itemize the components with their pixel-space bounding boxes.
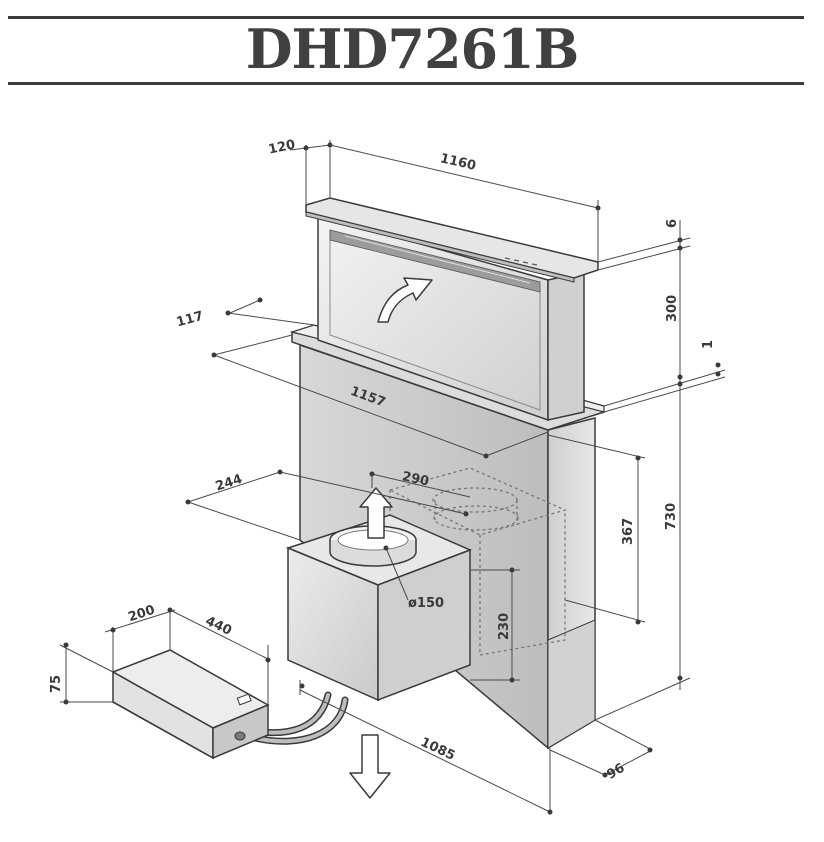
glass-panel — [289, 197, 606, 431]
dim-117: 117 — [175, 309, 205, 331]
dim-244: 244 — [214, 472, 244, 495]
motor-box — [285, 487, 472, 702]
dim-440: 440 — [203, 614, 234, 639]
dim-230: 230 — [497, 613, 512, 640]
top-rule — [8, 16, 804, 19]
control-marks — [504, 257, 538, 266]
airflow-arrow-icon — [377, 277, 433, 323]
dim-1160: 1160 — [439, 151, 478, 174]
header: DHD7261B — [0, 0, 824, 100]
dim-o150: ø150 — [408, 596, 444, 611]
dim-367: 367 — [621, 518, 636, 545]
dim-6: 6 — [665, 219, 680, 228]
bottom-rule — [8, 82, 804, 85]
exhaust-down-arrow-icon — [349, 734, 391, 799]
model-title: DHD7261B — [245, 17, 580, 81]
dim-1085: 1085 — [418, 735, 457, 764]
exhaust-up-arrow-icon — [359, 487, 393, 539]
dim-730: 730 — [664, 503, 679, 530]
dim-120: 120 — [267, 137, 297, 157]
dim-1: 1 — [701, 340, 716, 349]
dim-75: 75 — [49, 675, 64, 693]
dimension-lines — [59, 140, 726, 815]
dim-300: 300 — [665, 295, 680, 322]
dim-200: 200 — [126, 603, 156, 626]
dim-290: 290 — [401, 469, 431, 489]
control-box — [111, 649, 270, 760]
dim-96: 96 — [604, 761, 627, 783]
